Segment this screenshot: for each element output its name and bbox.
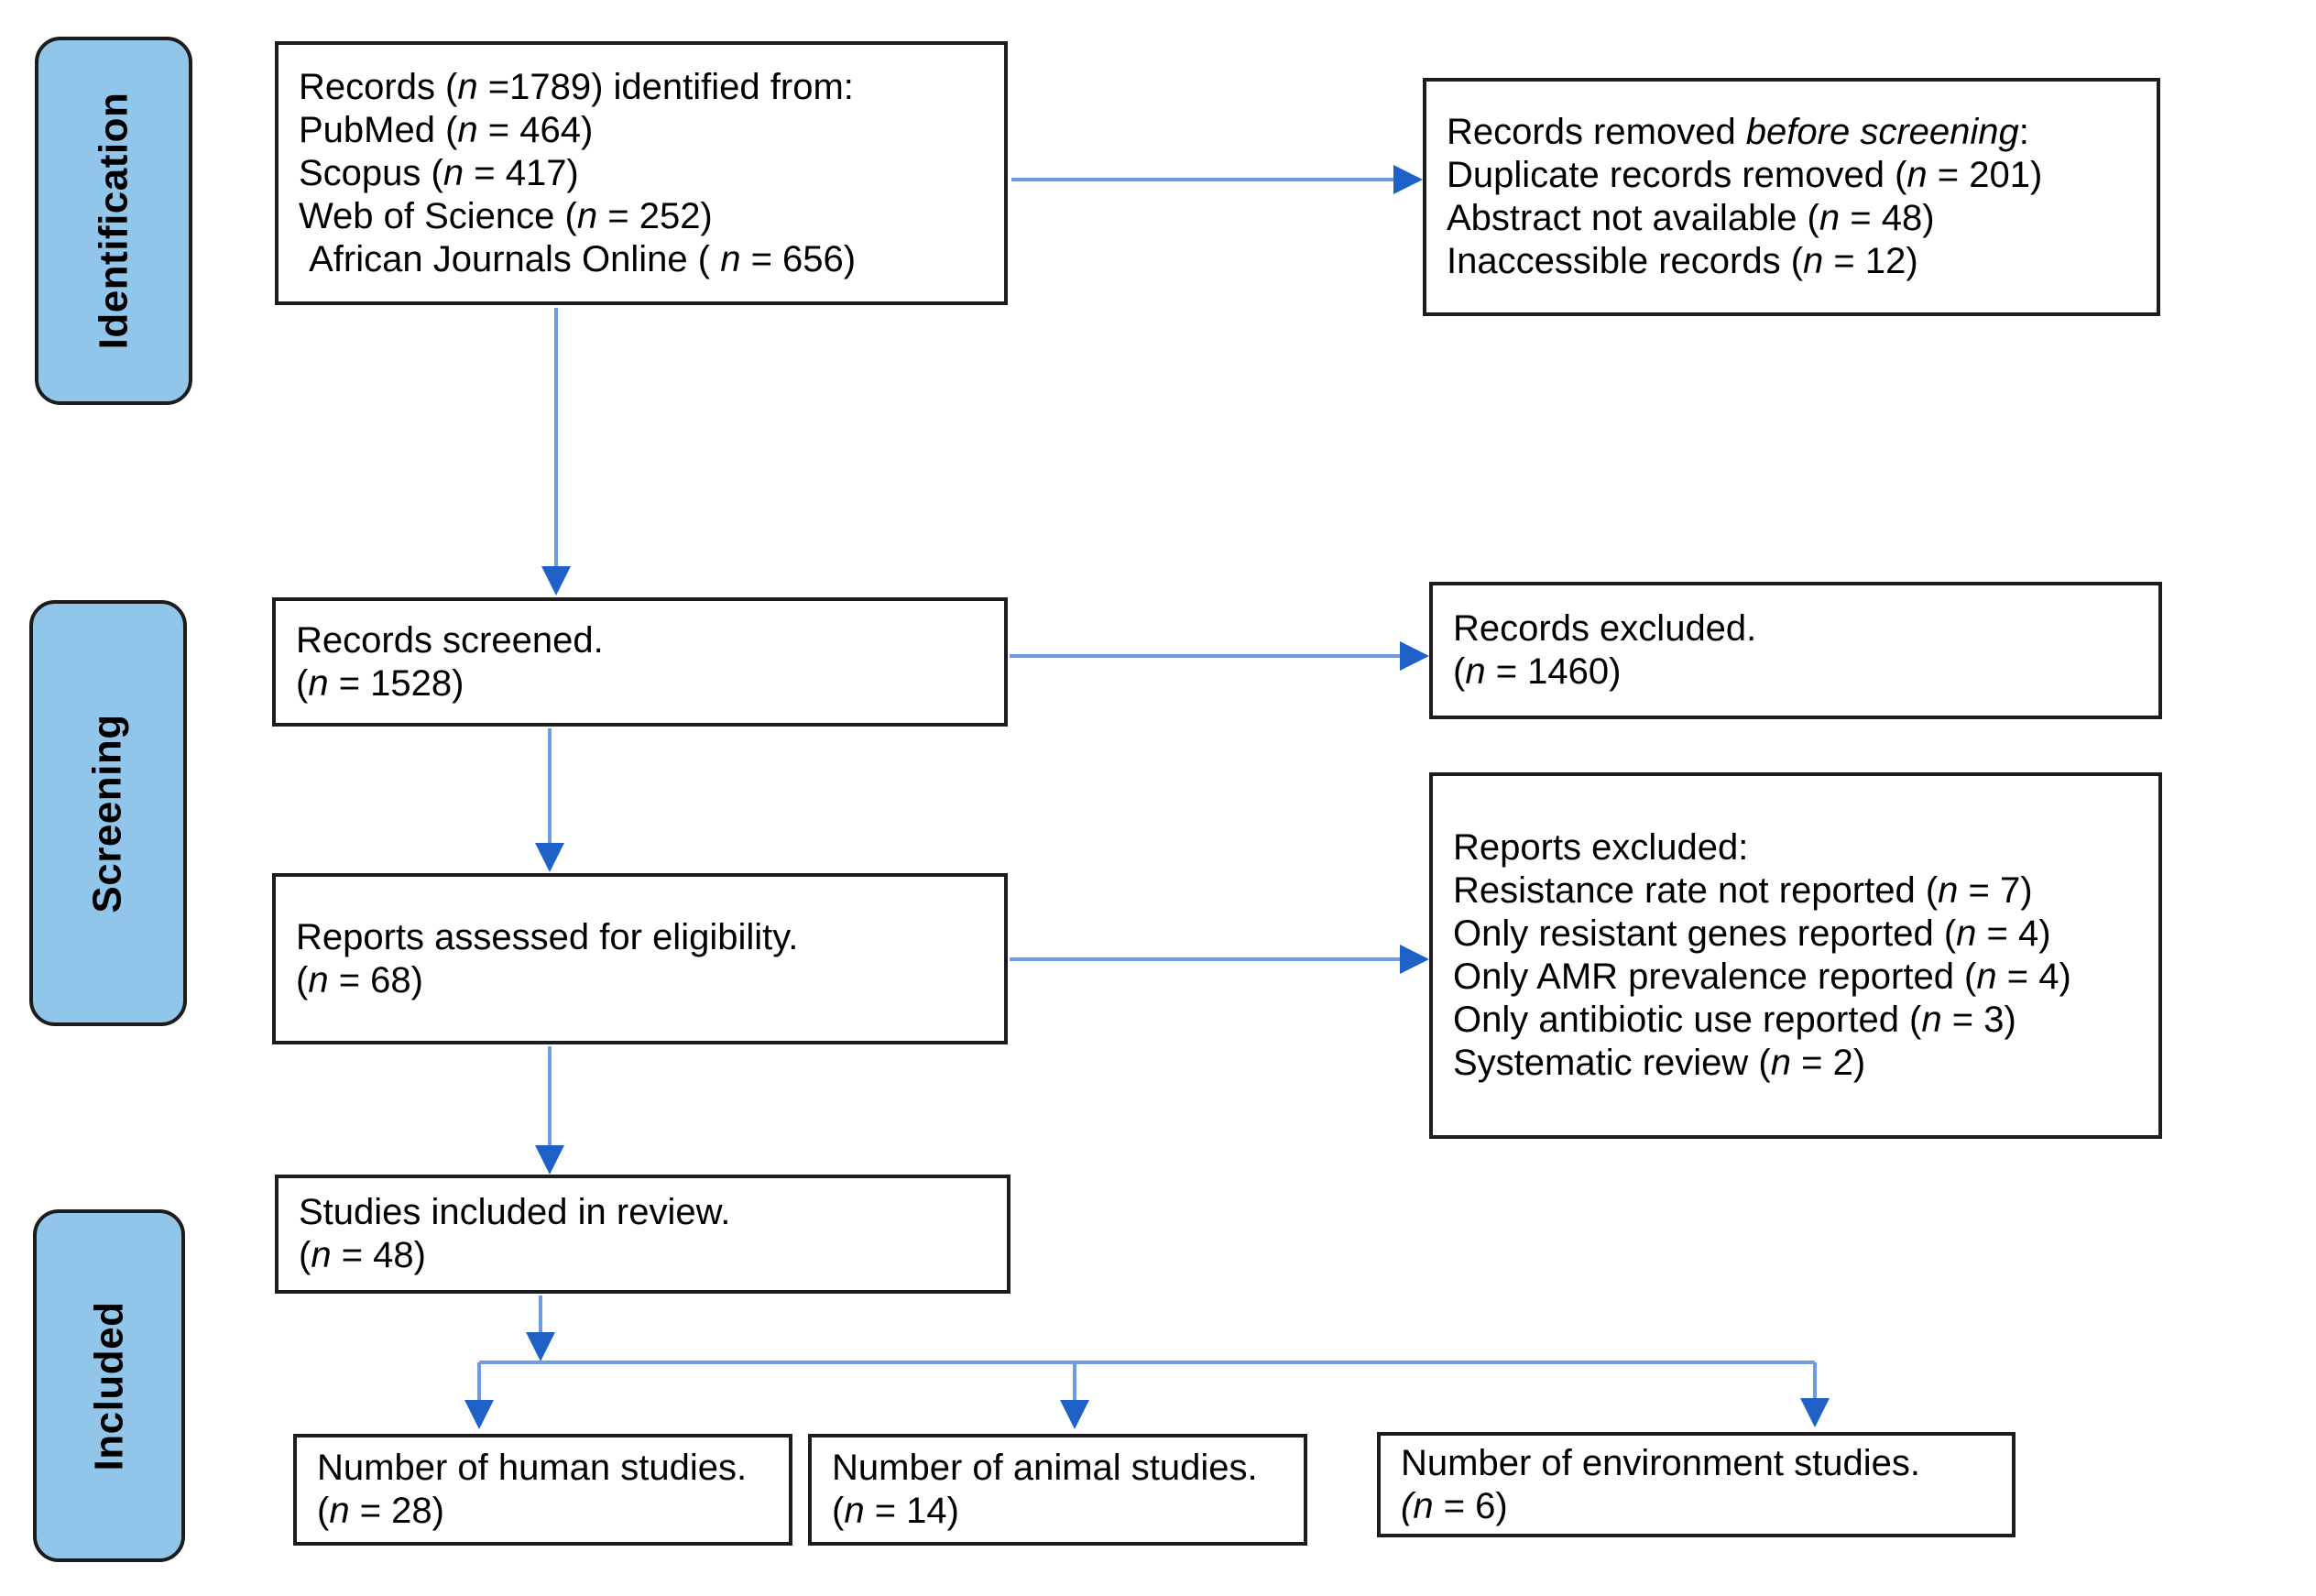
stage-label-screening-text: Screening xyxy=(85,713,130,913)
arrow-identified-to-screened xyxy=(541,308,571,596)
box-text-line: Only AMR prevalence reported (n = 4) xyxy=(1453,957,2071,997)
stage-label-screening: Screening xyxy=(29,600,187,1026)
box-text-line: Inaccessible records (n = 12) xyxy=(1447,241,1918,281)
arrow-included-to-branch xyxy=(526,1295,555,1361)
box-text-line: Systematic review (n = 2) xyxy=(1453,1043,1866,1083)
arrow-branch-to-environment xyxy=(1800,1362,1830,1427)
arrow-branch-to-human xyxy=(464,1362,494,1429)
arrow-screened-to-assessed xyxy=(535,728,564,872)
box-text-line: (n = 14) xyxy=(832,1491,959,1531)
box-text-line: (n = 1528) xyxy=(296,662,464,704)
box-text-line: PubMed (n = 464) xyxy=(299,109,594,150)
arrow-assessed-to-reports-excluded xyxy=(1010,945,1429,974)
box-text-line: Studies included in review. xyxy=(299,1192,731,1232)
box-text-line: (n = 48) xyxy=(299,1235,426,1275)
box-text-line: Only resistant genes reported (n = 4) xyxy=(1453,913,2051,954)
box-text-line: African Journals Online ( n = 656) xyxy=(299,238,857,279)
box-text-line: Number of environment studies. xyxy=(1401,1442,1920,1483)
arrow-branch-to-animal xyxy=(1060,1362,1089,1429)
box-text-line: Resistance rate not reported (n = 7) xyxy=(1453,870,2033,911)
box-text-line: Records screened. xyxy=(296,619,604,661)
stage-label-identification-text: Identification xyxy=(91,92,136,350)
stage-label-included: Included xyxy=(33,1209,185,1562)
box-studies-included-in-review: Studies included in review.(n = 48) xyxy=(275,1175,1011,1294)
box-text-line: (n = 68) xyxy=(296,959,423,1000)
box-text-line: Number of animal studies. xyxy=(832,1448,1258,1488)
box-text-line: Web of Science (n = 252) xyxy=(299,195,713,236)
box-reports-excluded: Reports excluded:Resistance rate not rep… xyxy=(1429,772,2162,1139)
arrow-identified-to-removed xyxy=(1011,165,1423,194)
box-records-screened: Records screened.(n = 1528) xyxy=(272,597,1008,727)
box-text-line: Records removed before screening: xyxy=(1447,112,2029,152)
box-text-line: Number of human studies. xyxy=(317,1448,748,1488)
box-text-line: (n = 1460) xyxy=(1453,651,1622,692)
box-text-line: Records (n =1789) identified from: xyxy=(299,66,854,107)
stage-label-included-text: Included xyxy=(86,1301,131,1470)
box-text-line: Reports assessed for eligibility. xyxy=(296,916,799,957)
box-text-line: Reports excluded: xyxy=(1453,827,1749,868)
box-text-line: Only antibiotic use reported (n = 3) xyxy=(1453,1000,2016,1040)
box-text-line: (n = 6) xyxy=(1401,1485,1508,1526)
box-human-studies: Number of human studies.(n = 28) xyxy=(293,1434,792,1546)
stage-label-identification: Identification xyxy=(35,37,192,405)
box-text-line: Scopus (n = 417) xyxy=(299,152,579,193)
box-text-line: Records excluded. xyxy=(1453,608,1757,649)
box-records-removed-before-screening: Records removed before screening:Duplica… xyxy=(1423,78,2160,316)
box-records-excluded: Records excluded.(n = 1460) xyxy=(1429,582,2162,719)
arrow-assessed-to-included xyxy=(535,1046,564,1175)
box-text-line: Duplicate records removed (n = 201) xyxy=(1447,155,2043,195)
box-reports-assessed: Reports assessed for eligibility.(n = 68… xyxy=(272,873,1008,1044)
box-text-line: Abstract not available (n = 48) xyxy=(1447,198,1935,238)
box-records-identified: Records (n =1789) identified from:PubMed… xyxy=(275,41,1008,305)
box-environment-studies: Number of environment studies.(n = 6) xyxy=(1377,1432,2016,1537)
box-animal-studies: Number of animal studies.(n = 14) xyxy=(808,1434,1307,1546)
box-text-line: (n = 28) xyxy=(317,1491,444,1531)
arrow-screened-to-excluded xyxy=(1010,641,1429,671)
